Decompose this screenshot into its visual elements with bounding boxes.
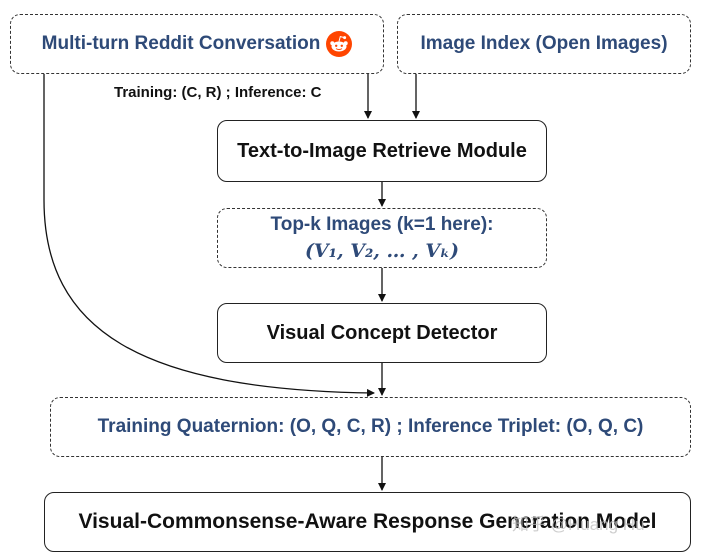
image-index-box: Image Index (Open Images) [397, 14, 691, 74]
topk-images-label: Top-k Images (k=1 here): [270, 214, 494, 235]
topk-images-box: Top-k Images (k=1 here): (V₁, V₂, … , Vₖ… [217, 208, 547, 268]
image-index-label: Image Index (Open Images) [420, 33, 668, 54]
retrieve-module-box: Text-to-Image Retrieve Module [217, 120, 547, 182]
response-generation-model-label: Visual-Commonsense-Aware Response Genera… [78, 510, 657, 533]
visual-concept-detector-box: Visual Concept Detector [217, 303, 547, 363]
reddit-conversation-label: Multi-turn Reddit Conversation [41, 33, 321, 54]
response-generation-model-box: Visual-Commonsense-Aware Response Genera… [44, 492, 691, 552]
quaternion-triplet-label: Training Quaternion: (O, Q, C, R) ; Infe… [97, 416, 644, 437]
training-inference-label: Training: (C, R) ; Inference: C [114, 84, 322, 101]
topk-images-math: (V₁, V₂, … , Vₖ) [304, 240, 460, 262]
reddit-logo-icon [326, 31, 353, 57]
quaternion-triplet-box: Training Quaternion: (O, Q, C, R) ; Infe… [50, 397, 691, 457]
visual-concept-detector-label: Visual Concept Detector [266, 321, 498, 344]
reddit-conversation-box: Multi-turn Reddit Conversation [10, 14, 384, 74]
retrieve-module-label: Text-to-Image Retrieve Module [237, 139, 527, 162]
arrow-conversation-curve-to-quaternion [43, 74, 375, 397]
watermark: 知乎 @Huang Hu [512, 515, 645, 534]
